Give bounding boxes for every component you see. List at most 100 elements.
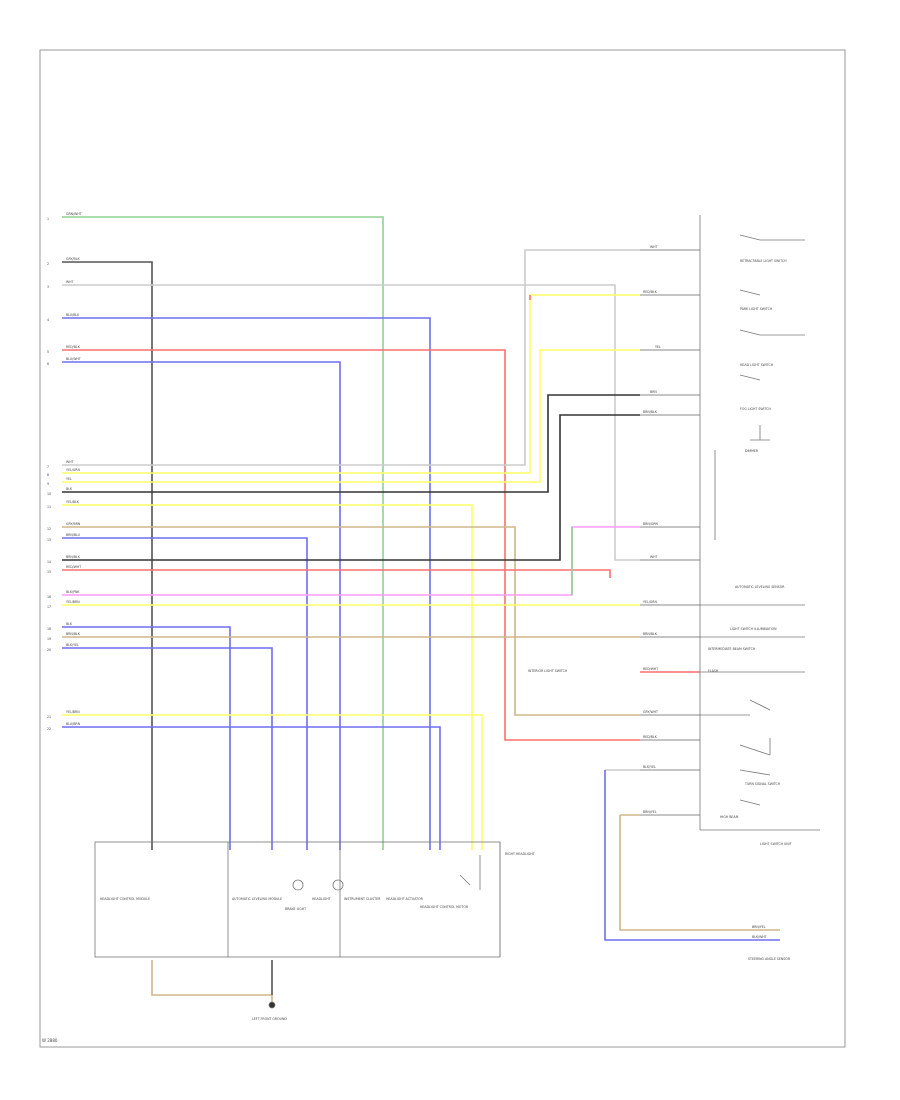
component-label: TURN SIGNAL SWITCH	[744, 782, 781, 786]
right-wire-stubs	[640, 249, 700, 816]
wire-blue-2	[62, 361, 341, 850]
wire-label: YEL/BRN	[66, 710, 80, 714]
wire-yellow-3	[62, 504, 473, 850]
wire-label: BLK/YEL	[643, 765, 656, 769]
wire-black-2	[62, 414, 640, 561]
wire-label: BRN/YEL	[643, 810, 657, 814]
wire-label: BRN/BLK	[66, 555, 81, 559]
wire-label: BLK	[66, 622, 73, 626]
component-label: HIGH BEAM	[720, 815, 739, 819]
wire-label: YEL/BLK	[66, 500, 80, 504]
wire-label: WHT	[66, 460, 74, 464]
pin-number: 3	[47, 285, 49, 289]
pin-number: 15	[47, 570, 51, 574]
module-label: BRAKE LIGHT	[285, 907, 306, 911]
mid-component-label: INTERIOR LIGHT SWITCH	[528, 669, 568, 673]
wire-label: BRN/BLK	[643, 632, 658, 636]
wire-label: YEL/GRN	[643, 600, 657, 604]
wire-yellow-1	[62, 294, 640, 474]
wire-blue-6	[62, 726, 441, 850]
bottom-module-box	[94, 841, 501, 1009]
bottom-module-labels: HEADLIGHT CONTROL MODULE AUTOMATIC LEVEL…	[42, 669, 791, 1043]
wire-label: BRN/BLU	[66, 533, 81, 537]
wire-green	[62, 216, 384, 850]
component-label: FLASH	[708, 669, 719, 673]
pin-number: 9	[47, 482, 49, 486]
wire-label: BLU/BRN	[66, 722, 81, 726]
wire-label: WHT	[66, 280, 74, 284]
component-label: PARK LIGHT SWITCH	[740, 307, 773, 311]
wire-label: YEL	[66, 477, 72, 481]
wire-label: BLK/PNK	[66, 590, 80, 594]
component-label: HEAD LIGHT SWITCH	[740, 363, 774, 367]
wire-tan-1	[62, 526, 640, 716]
wire-label: BLK/WHT	[752, 935, 767, 939]
headlight-control-label: HEADLIGHT CONTROL MOTOR	[420, 905, 469, 909]
pin-number: 14	[47, 560, 51, 564]
wire-label: RED/BLK	[66, 345, 81, 349]
wire-light-gray	[62, 284, 640, 561]
pin-number: 2	[47, 262, 49, 266]
pin-number: 8	[47, 473, 49, 477]
component-label: AUTOMATIC LEVELING SENSOR	[735, 585, 785, 589]
light-switch-unit	[699, 215, 820, 831]
wire-lower-right-blue	[604, 770, 780, 941]
wire-label: BLU/WHT	[66, 357, 81, 361]
wire-label: BRN/BLK	[66, 632, 81, 636]
wire-label: BLK/YEL	[66, 643, 79, 647]
wire-label: BRN/BLK	[643, 410, 658, 414]
pin-number: 18	[47, 627, 51, 631]
pin-number: 17	[47, 605, 51, 609]
wire-label: BRN	[650, 390, 657, 394]
component-label: LIGHT SWITCH UNIT	[760, 842, 792, 846]
wire-label: GRY/BLK	[66, 257, 80, 261]
wires	[62, 216, 780, 1005]
wire-ground	[151, 960, 273, 1005]
diagram-frame	[39, 49, 846, 1048]
wire-label: BRN/GRN	[643, 522, 659, 526]
component-label: RETRACTABLE LIGHT SWITCH	[740, 259, 787, 263]
wire-label: YEL/BRN	[66, 600, 80, 604]
wire-black-1	[62, 394, 640, 493]
right-component-labels: RETRACTABLE LIGHT SWITCH PARK LIGHT SWIT…	[708, 259, 792, 846]
lower-right-component-label: STEERING ANGLE SENSOR	[748, 957, 791, 961]
pin-number: 1	[47, 217, 49, 221]
pin-number: 21	[47, 715, 51, 719]
wire-yellow-5	[62, 714, 483, 850]
wire-label: BRN/YEL	[752, 925, 766, 929]
component-label: INTERMEDIATE BEAM SWITCH	[708, 647, 756, 651]
wire-blue-5	[62, 647, 273, 850]
left-wire-labels: GRN/WHT GRY/BLK WHT BLU/BLK RED/BLK BLU/…	[66, 212, 82, 726]
wire-label: GRY/BRN	[66, 522, 81, 526]
wire-blue-3	[62, 537, 308, 850]
wire-label: BLU/BLK	[66, 313, 80, 317]
pin-numbers: 1 2 3 4 5 6 7 8 9 10 11 12 13 14 15 16 1…	[47, 217, 51, 731]
wire-blue-4	[62, 626, 231, 850]
module-label: INSTRUMENT CLUSTER	[344, 897, 381, 901]
component-label: DIMMER	[745, 449, 759, 453]
pin-number: 22	[47, 727, 51, 731]
module-label: HEADLIGHT ACTUATOR	[386, 897, 424, 901]
pin-number: 20	[47, 648, 51, 652]
wire-label: RED/WHT	[66, 565, 81, 569]
wire-label: RED/WHT	[643, 667, 658, 671]
pin-number: 6	[47, 362, 49, 366]
wire-label: RED/BLK	[643, 735, 658, 739]
pin-number: 11	[47, 505, 51, 509]
pin-number: 7	[47, 465, 49, 469]
module-label: HEADLIGHT	[312, 897, 331, 901]
pin-number: 13	[47, 538, 51, 542]
pin-number: 5	[47, 350, 49, 354]
wire-gray-2	[62, 249, 640, 466]
wire-label: RED/BLK	[643, 290, 658, 294]
module-label: HEADLIGHT CONTROL MODULE	[100, 897, 150, 901]
wire-label: YEL/GRN	[66, 468, 80, 472]
ground-label: LEFT FRONT GROUND	[252, 1017, 287, 1021]
module-label: AUTOMATIC LEVELING MODULE	[232, 897, 282, 901]
wire-label: WHT	[650, 555, 658, 559]
wire-red-3	[62, 569, 611, 578]
wire-label: GRN/WHT	[66, 212, 82, 216]
wire-dark-gray-1	[62, 261, 153, 850]
right-headlight-label: RIGHT HEADLIGHT	[505, 852, 535, 856]
